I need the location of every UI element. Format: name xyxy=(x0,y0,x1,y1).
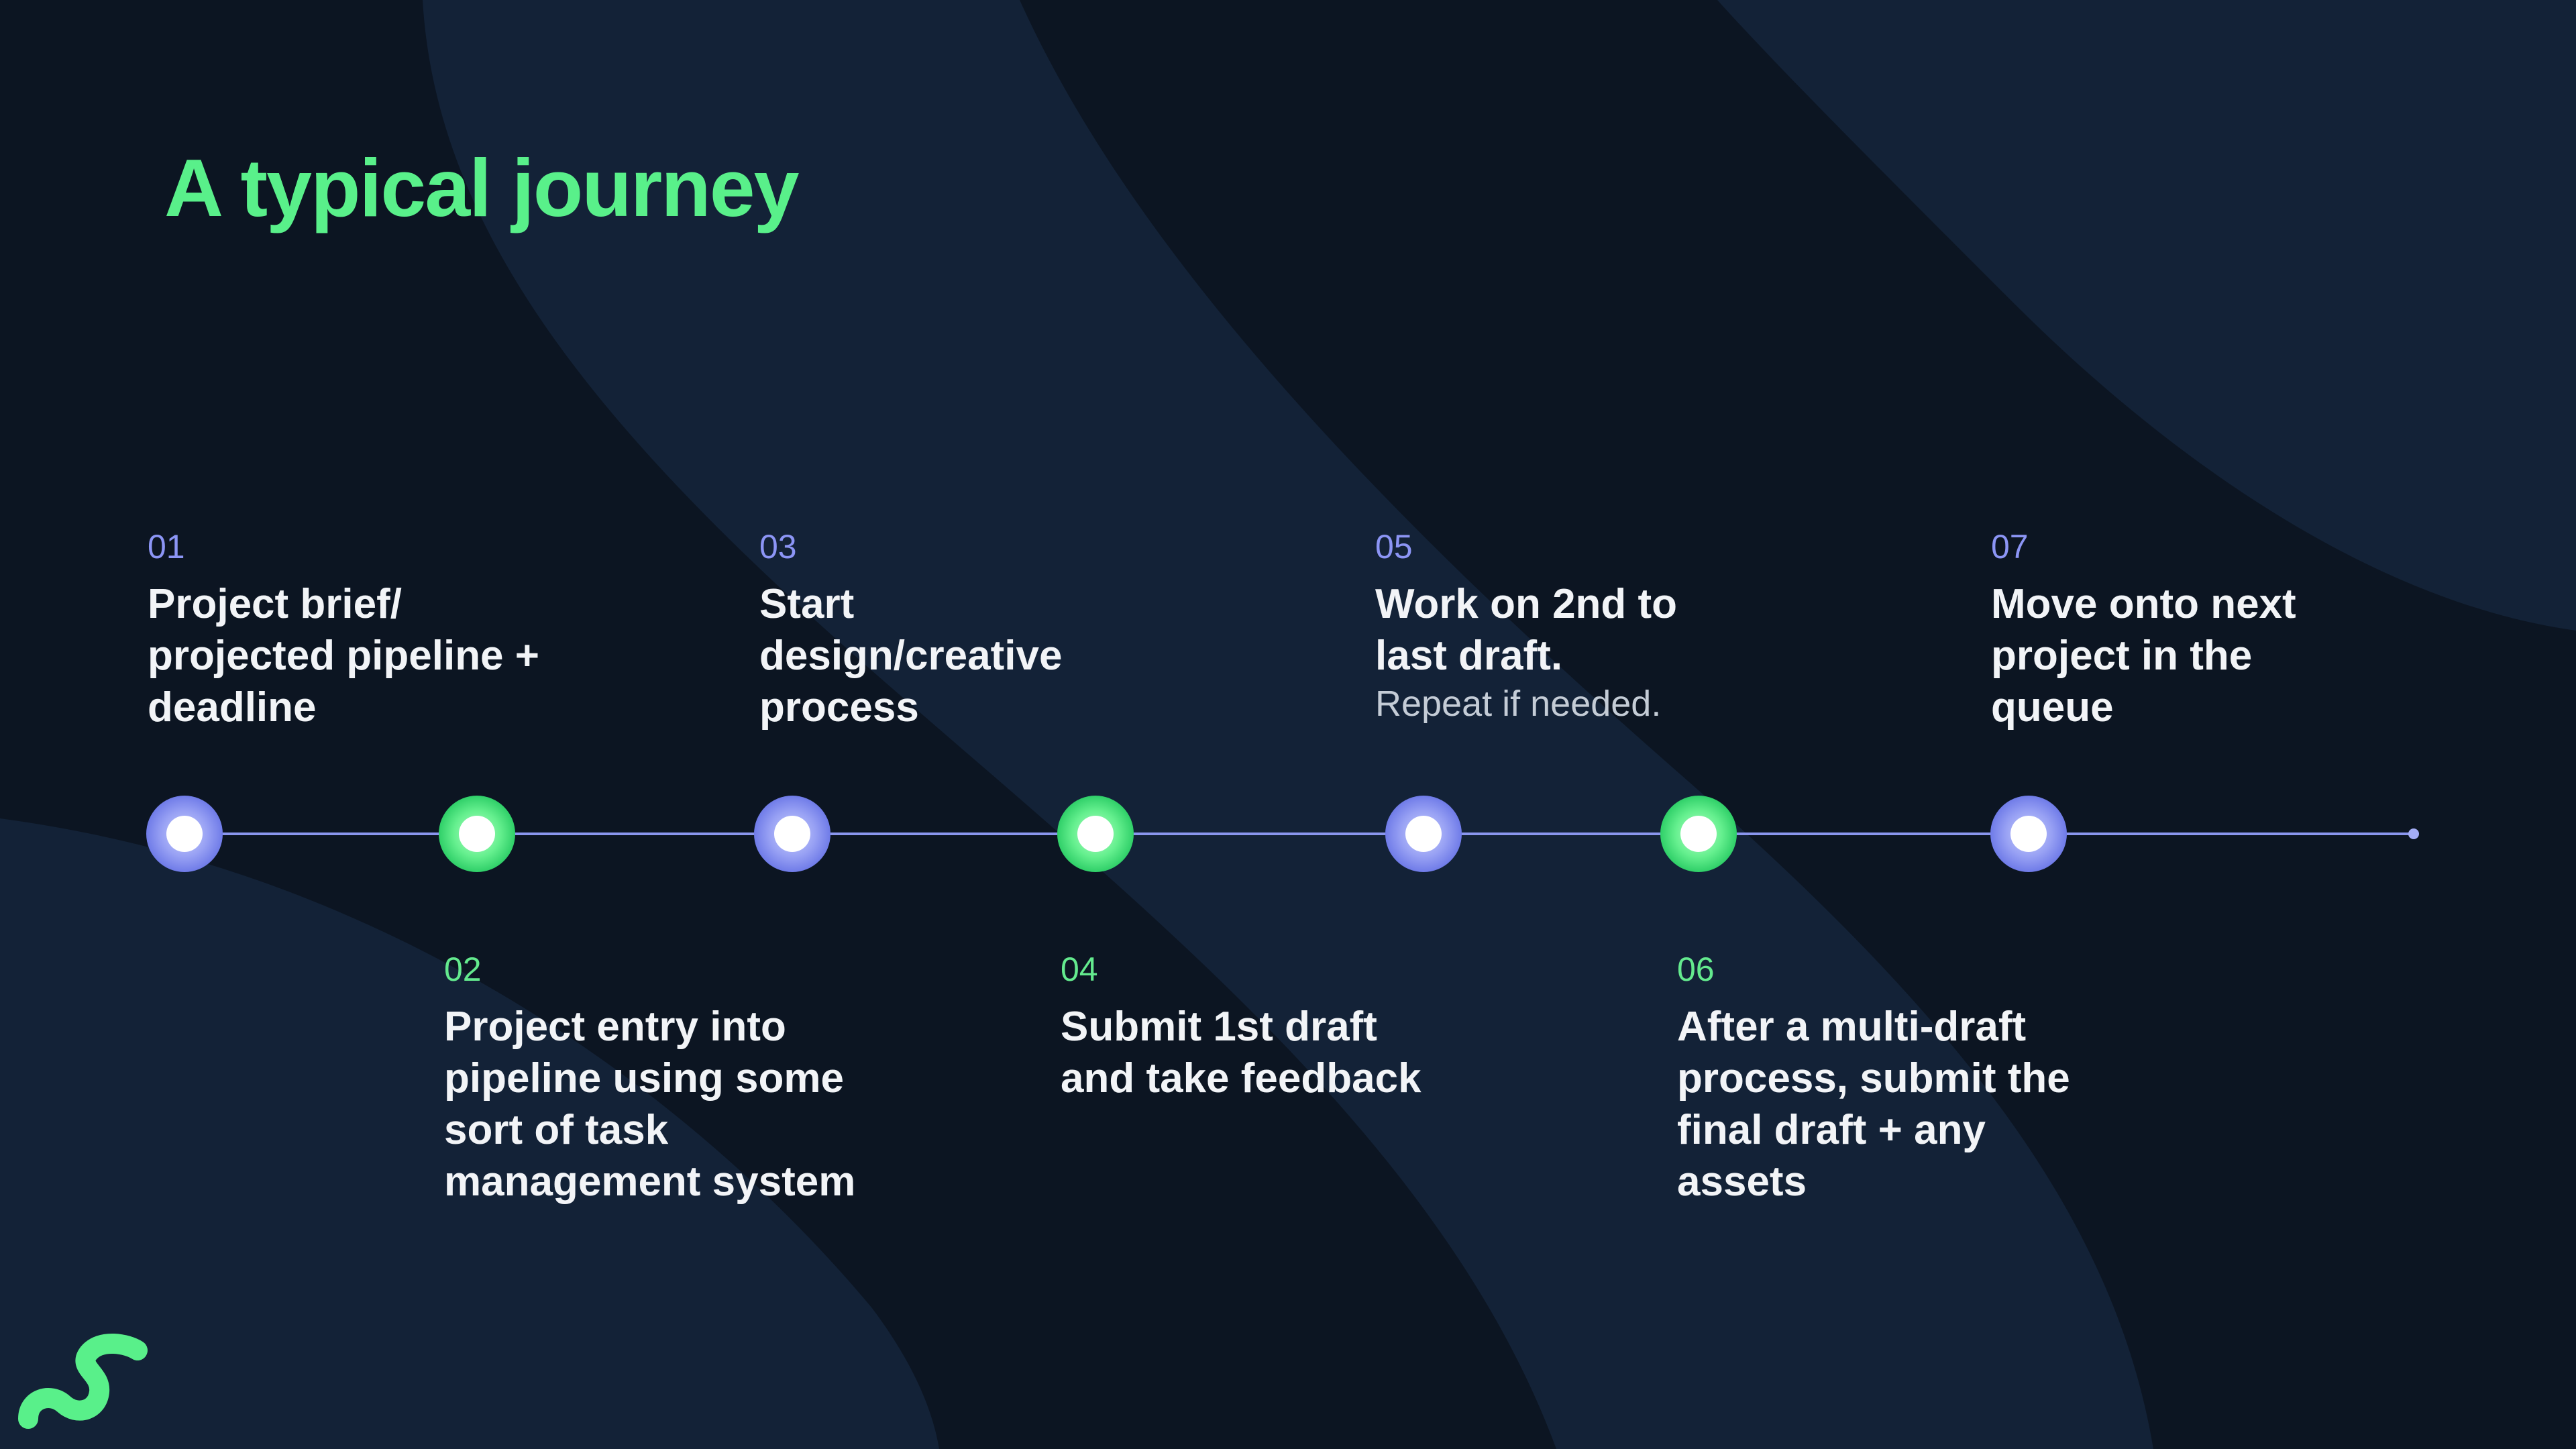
step-number: 04 xyxy=(1061,951,1098,988)
timeline-node-04 xyxy=(1057,796,1134,872)
timeline-node-06 xyxy=(1660,796,1737,872)
step-number: 03 xyxy=(759,528,797,566)
background-wave-corner-bottom-left xyxy=(0,818,939,1449)
step-07: 07 Move onto next project in the queue xyxy=(1991,530,2501,733)
timeline-end-dot xyxy=(2408,828,2419,839)
wave-s-logo-icon xyxy=(18,1334,148,1429)
step-number: 05 xyxy=(1375,528,1413,566)
step-text: Project brief/ projected pipeline + dead… xyxy=(148,581,539,731)
step-text: Work on 2nd to last draft. xyxy=(1375,581,1678,679)
step-text: After a multi-draft process, submit the … xyxy=(1677,1004,2070,1205)
step-number: 07 xyxy=(1991,528,2029,566)
timeline-node-07 xyxy=(1990,796,2067,872)
step-03: 03 Start design/creative process xyxy=(759,530,1269,733)
step-number: 06 xyxy=(1677,951,1715,988)
step-number: 02 xyxy=(444,951,482,988)
step-06: 06 After a multi-draft process, submit t… xyxy=(1677,953,2187,1208)
timeline-node-01 xyxy=(146,796,223,872)
slide-title: A typical journey xyxy=(164,142,800,233)
step-note: Repeat if needed. xyxy=(1375,684,1662,724)
step-number: 01 xyxy=(148,528,185,566)
step-text: Submit 1st draft and take feedback xyxy=(1061,1004,1421,1102)
step-text: Move onto next project in the queue xyxy=(1991,581,2296,731)
timeline-node-05 xyxy=(1385,796,1462,872)
timeline-node-03 xyxy=(754,796,830,872)
step-text: Project entry into pipeline using some s… xyxy=(444,1004,856,1205)
background-wave-corner-top-right xyxy=(1717,0,2576,631)
step-02: 02 Project entry into pipeline using som… xyxy=(444,953,954,1208)
timeline-node-02 xyxy=(439,796,515,872)
step-05: 05 Work on 2nd to last draft. Repeat if … xyxy=(1375,530,1885,726)
step-01: 01 Project brief/ projected pipeline + d… xyxy=(148,530,657,733)
background-wave-band xyxy=(423,0,2153,1449)
step-text: Start design/creative process xyxy=(759,581,1063,731)
step-04: 04 Submit 1st draft and take feedback xyxy=(1061,953,1570,1104)
